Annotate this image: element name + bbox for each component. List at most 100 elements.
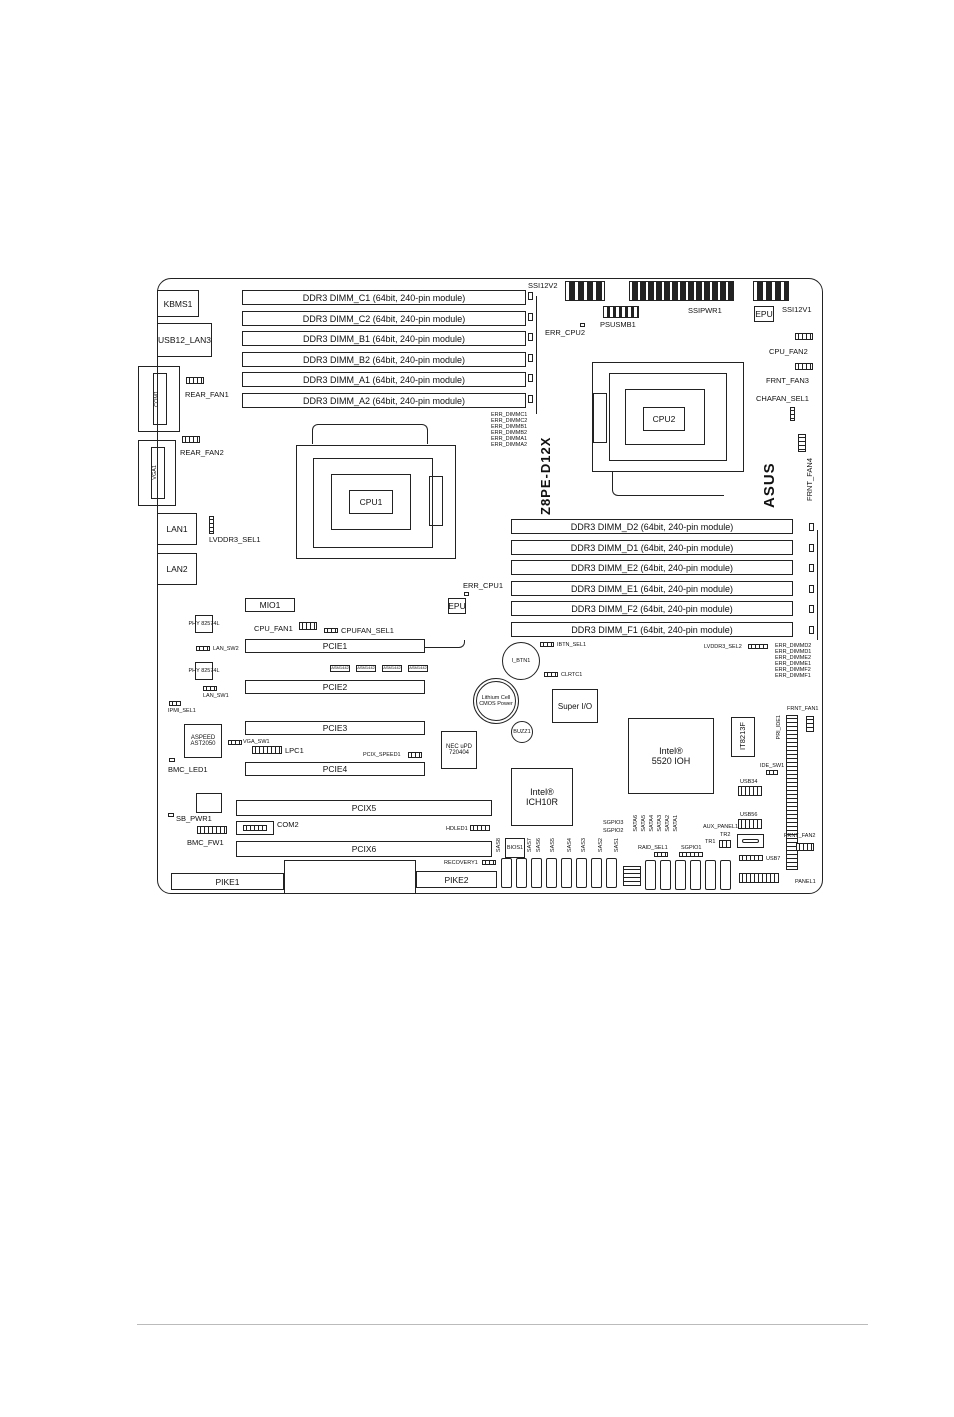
err-dimmb1-label: ERR_DIMMB1: [491, 424, 528, 431]
bmc-led1-label: BMC_LED1: [168, 765, 208, 774]
sb-pwr1-led: [168, 813, 174, 817]
rear-fan1-header: [186, 377, 204, 384]
usb7-port: [737, 834, 764, 848]
err-line: [536, 296, 537, 414]
bmc-led1: [169, 758, 175, 762]
frnt-fan4-label: FRNT_FAN4: [805, 458, 814, 501]
cpu-fan1-label: CPU_FAN1: [254, 624, 293, 633]
dimm-b1: DDR3 DIMM_B1 (64bit, 240-pin module): [242, 331, 526, 346]
err-cpu1-label: ERR_CPU1: [463, 581, 504, 590]
sata1-label: SATA1: [673, 815, 679, 832]
err-dimme1-label: ERR_DIMME1: [775, 661, 812, 668]
sas8-connector: [501, 858, 512, 888]
dimm-f1: DDR3 DIMM_F1 (64bit, 240-pin module): [511, 622, 793, 637]
pcie1-retention: [425, 640, 465, 648]
psusmb1-label: PSUSMB1: [600, 320, 636, 329]
frnt-fan1-label: FRNT_FAN1: [787, 706, 819, 712]
cpu-fan2-label: CPU_FAN2: [769, 347, 808, 356]
dimm-a1: DDR3 DIMM_A1 (64bit, 240-pin module): [242, 372, 526, 387]
sata5-label: SATA5: [641, 815, 647, 832]
cpu1-lever: [312, 424, 428, 444]
sas1-label: SAS1: [614, 838, 620, 853]
sas4-connector: [561, 858, 572, 888]
cpu2-lever: [612, 472, 724, 496]
err-dimma1-label: ERR_DIMMA1: [491, 436, 528, 443]
err-dimma2-label: ERR_DIMMA2: [491, 442, 528, 449]
aux-panel1-header: [719, 840, 731, 848]
rear-fan1-label: REAR_FAN1: [185, 390, 229, 399]
sata5-connector: [660, 860, 671, 890]
lan-sw2-jumper: [196, 646, 210, 651]
bmc-flash-chip: [196, 793, 222, 813]
pcix-speed1-label: PCIX_SPEED1: [363, 752, 401, 758]
err-dimmf1-label: ERR_DIMMF1: [775, 673, 811, 680]
cpufan-sel1-label: CPUFAN_SEL1: [341, 626, 394, 635]
cpu2-label: CPU2: [643, 407, 685, 431]
sas4-label: SAS4: [567, 838, 573, 853]
sas7-label: SAS7: [527, 838, 533, 853]
recovery1-label: RECOVERY1: [444, 860, 478, 866]
lvddr3-sel2-label: LVDDR3_SEL2: [704, 644, 742, 650]
buzz1-buzzer: BUZZ1: [511, 721, 533, 743]
asm-chip: ASM1442: [330, 665, 350, 672]
asm-chip: ASM1442: [356, 665, 376, 672]
lpc1-header: [252, 746, 282, 754]
ich-name: ICH10R: [525, 797, 558, 807]
ich-vendor: Intel®: [530, 787, 554, 797]
clrtc1-label: CLRTC1: [561, 672, 583, 678]
ssi12v1-label: SSI12V1: [782, 305, 812, 314]
vga-sw1-label: VGA_SW1: [243, 739, 270, 745]
panel1-header: [739, 873, 779, 883]
sata-labels: SATA6 SATA5 SATA4 SATA3 SATA2 SATA1: [633, 815, 693, 845]
dimm-c2: DDR3 DIMM_C2 (64bit, 240-pin module): [242, 311, 526, 326]
com1-port: COM1: [138, 366, 180, 432]
bmc-fw1-header: [197, 826, 227, 834]
chafan-sel1-label: CHAFAN_SEL1: [756, 394, 809, 403]
sata6-label: SATA6: [633, 815, 639, 832]
epu-top-chip: EPU: [754, 306, 774, 322]
sata1-connector: [720, 860, 731, 890]
pcix6-slot: PCIX6: [236, 841, 492, 857]
frnt-fan4-header: [798, 434, 806, 452]
ibtn-sel1-label: IBTN_SEL1: [557, 642, 587, 648]
cpu1-socket: CPU1: [296, 445, 456, 559]
lan-sw1-label: LAN_SW1: [203, 693, 229, 699]
bmc-fw1-label: BMC_FW1: [187, 838, 224, 847]
vga-port: VGA1: [138, 440, 176, 506]
usb56-header: [738, 819, 762, 829]
err-cpu1-led: [464, 592, 469, 596]
dimm-c1: DDR3 DIMM_C1 (64bit, 240-pin module): [242, 290, 526, 305]
rear-fan2-label: REAR_FAN2: [180, 448, 224, 457]
err-cpu2-label: ERR_CPU2: [545, 328, 586, 337]
sata2-connector: [705, 860, 716, 890]
frnt-fan3-label: FRNT_FAN3: [766, 376, 809, 385]
sas7-connector: [516, 858, 527, 888]
sgpio-header: [623, 866, 641, 886]
sata4-label: SATA4: [649, 815, 655, 832]
cmos-battery-label: Lithium Cell CMOS Power: [476, 681, 516, 721]
dimm-d2: DDR3 DIMM_D2 (64bit, 240-pin module): [511, 519, 793, 534]
recovery1-jumper: [482, 860, 496, 865]
i-btn1: I_BTN1: [502, 642, 540, 680]
frnt-fan3-header: [795, 363, 813, 370]
ioh-name: 5520 IOH: [651, 756, 691, 766]
frnt-fan1-header: [806, 716, 814, 732]
sata4-connector: [675, 860, 686, 890]
psusmb1-connector: [603, 306, 639, 318]
panel1-label: PANEL1: [795, 879, 816, 885]
pike1-slot: PIKE1: [171, 873, 284, 890]
dimm-latches-right: [809, 523, 815, 639]
err-dimmd1-label: ERR_DIMMD1: [775, 649, 812, 656]
it8213f-label: IT8213F: [738, 722, 747, 750]
super-io-chip: Super I/O: [552, 689, 598, 723]
sgpio1-label: SGPIO1: [681, 845, 702, 851]
pcie2-slot: PCIE2: [245, 680, 425, 694]
usb7-label: USB7: [766, 856, 781, 862]
nec-usb-chip: NEC uPD 720404: [441, 731, 477, 769]
mio1-connector: MIO1: [245, 598, 295, 612]
com1-label: COM1: [154, 391, 160, 407]
vga-sw1-jumper: [228, 740, 242, 745]
ipmi-sel1-jumper: [169, 701, 181, 706]
sas6-label: SAS6: [536, 838, 542, 853]
err-line-right: [817, 530, 818, 640]
